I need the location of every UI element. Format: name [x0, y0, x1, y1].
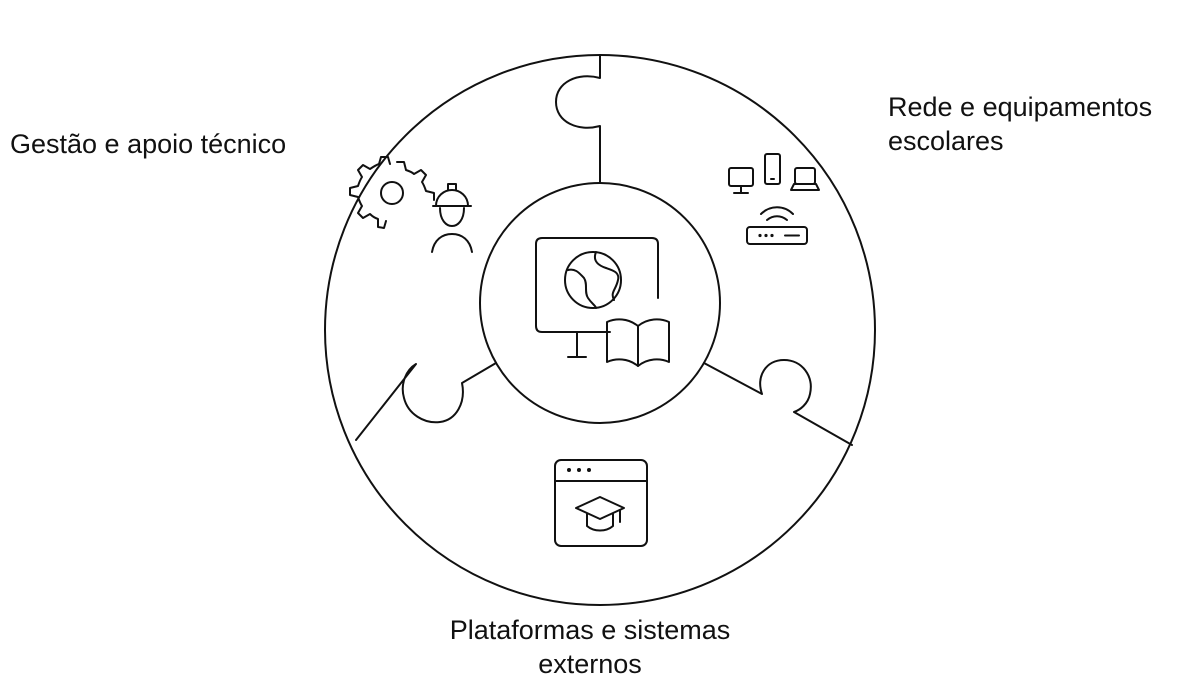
label-plataformas-sistemas: Plataformas e sistemas externos: [70, 613, 1110, 681]
devices-router-icon: [728, 153, 820, 245]
divider-lower-right: [703, 359, 853, 446]
label-line: externos: [538, 649, 642, 679]
divider-lower-left: [355, 362, 497, 441]
browser-graduation-cap-icon: [554, 459, 648, 547]
monitor-globe-book-icon: [535, 237, 670, 367]
inner-circle: [479, 182, 721, 424]
label-line: escolares: [888, 126, 1004, 156]
label-line: Gestão e apoio técnico: [10, 129, 287, 159]
label-line: Rede e equipamentos: [888, 92, 1153, 122]
gear-technician-icon: [349, 156, 473, 253]
label-line: Plataformas e sistemas: [449, 615, 731, 645]
divider-top: [555, 54, 601, 184]
label-rede-equipamentos: Rede e equipamentos escolares: [888, 90, 1152, 158]
label-gestao-apoio-tecnico: Gestão e apoio técnico: [10, 127, 286, 161]
